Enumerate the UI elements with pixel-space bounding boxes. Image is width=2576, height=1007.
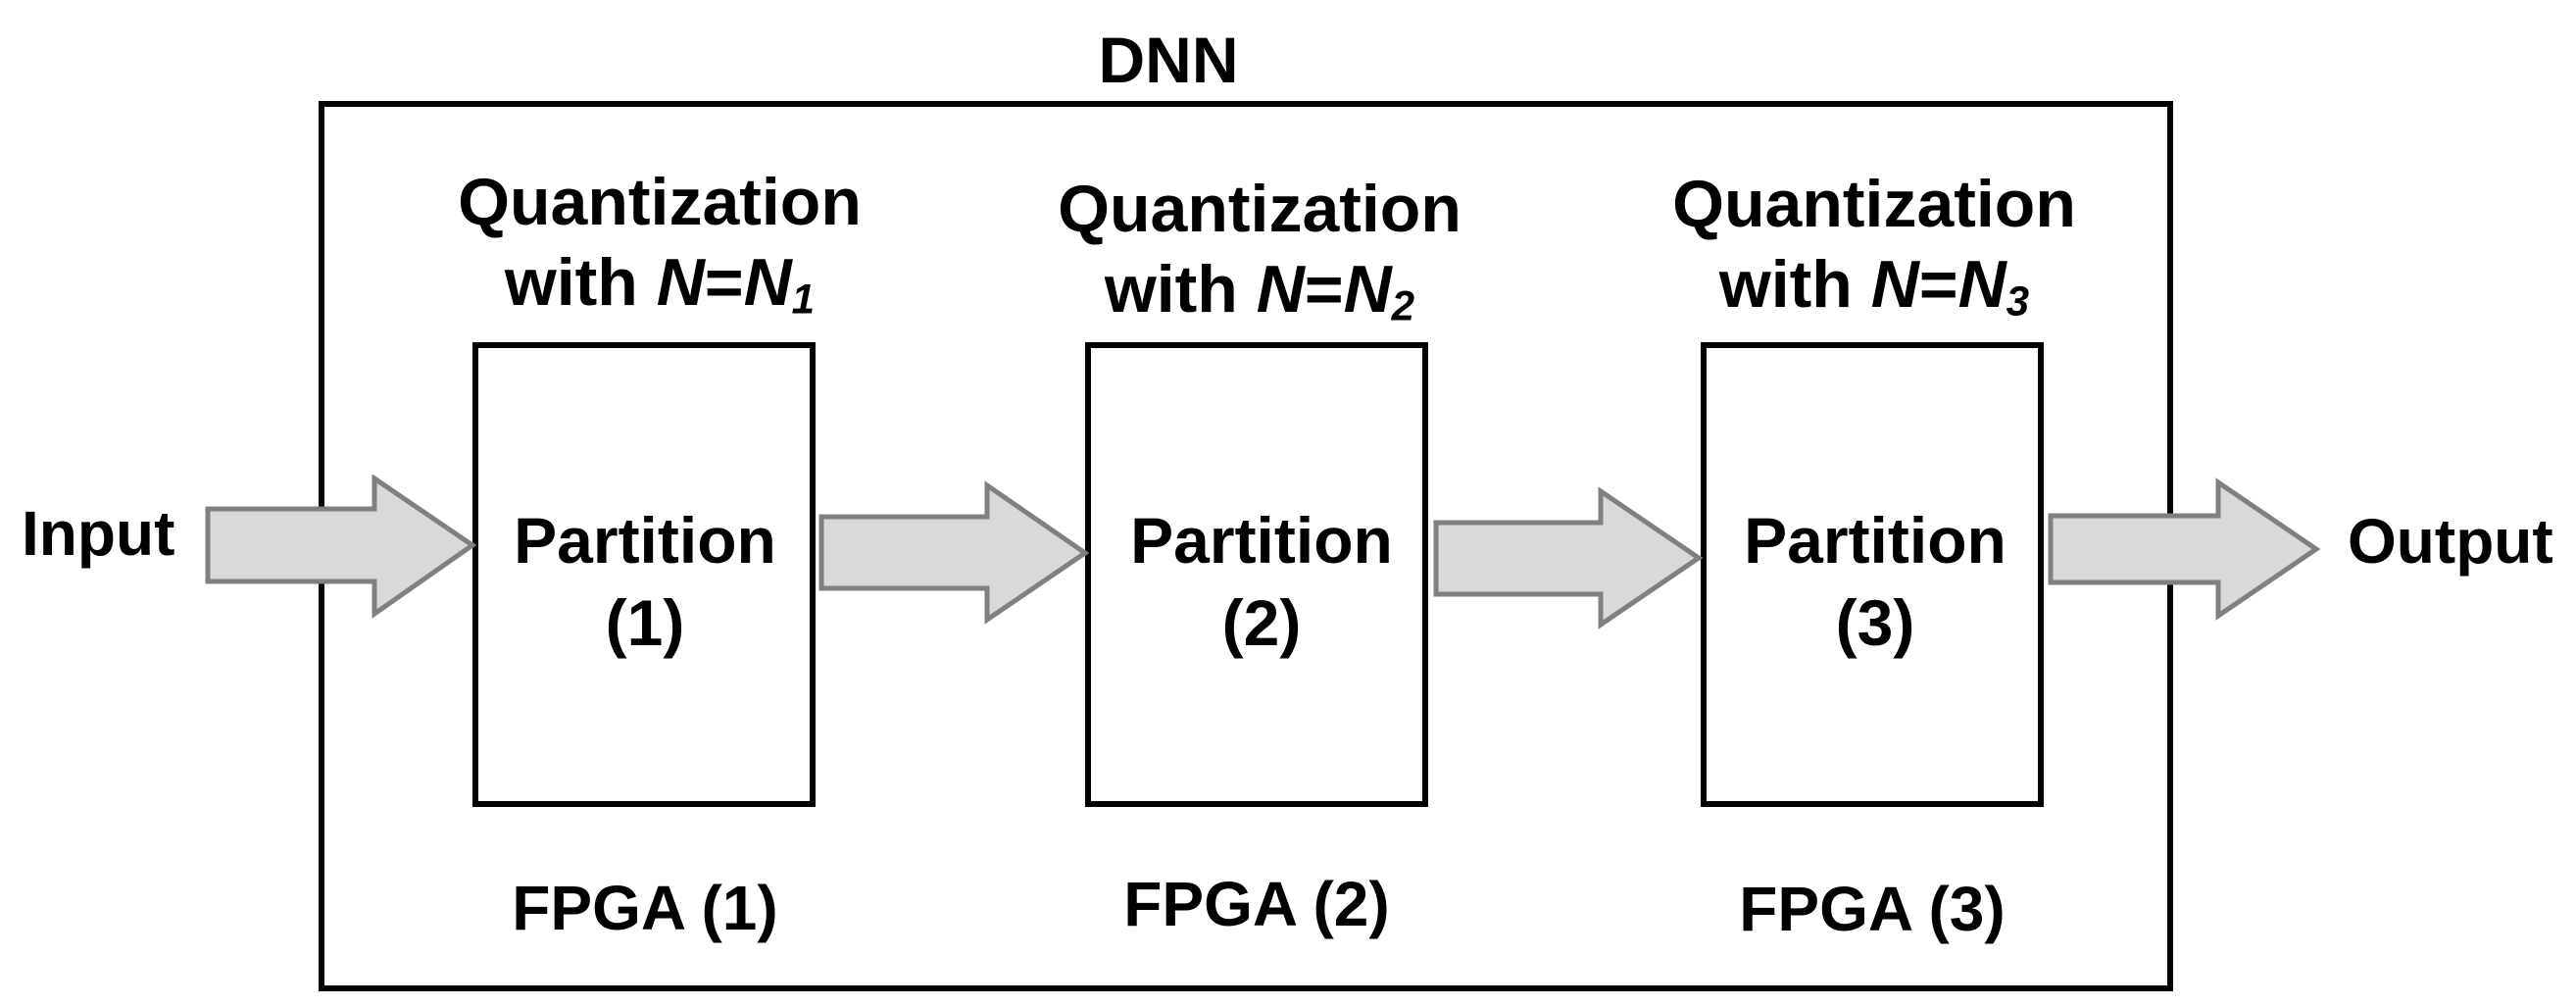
diagram-title: DNN xyxy=(1098,24,1239,96)
partition-box-1 xyxy=(472,342,816,807)
quantization-formula-1: with N=N1 xyxy=(504,245,816,323)
quantization-label-1: Quantization with N=N1 xyxy=(458,162,862,323)
partition-label-1: Partition (1) xyxy=(514,504,776,659)
arrow-input-to-partition-1 xyxy=(205,474,477,619)
partition-label-3: Partition (3) xyxy=(1744,504,2006,659)
quantization-title-2: Quantization xyxy=(1058,172,1461,246)
quantization-title-1: Quantization xyxy=(458,165,862,239)
fpga-label-3: FPGA (3) xyxy=(1739,874,2006,944)
partition-label-2: Partition (2) xyxy=(1130,504,1393,659)
partition-box-2 xyxy=(1085,342,1428,807)
arrow-partition-3-to-output xyxy=(2048,478,2321,621)
quantization-formula-2: with N=N2 xyxy=(1104,252,1415,329)
fpga-label-2: FPGA (2) xyxy=(1123,869,1390,939)
arrow-partition-2-to-3 xyxy=(1433,486,1704,629)
output-label: Output xyxy=(2348,506,2553,577)
input-label: Input xyxy=(22,498,175,569)
quantization-formula-3: with N=N3 xyxy=(1718,247,2030,325)
partition-box-3 xyxy=(1701,342,2044,807)
fpga-label-1: FPGA (1) xyxy=(512,873,778,943)
arrow-partition-1-to-2 xyxy=(818,480,1090,625)
quantization-title-3: Quantization xyxy=(1672,167,2076,241)
quantization-label-3: Quantization with N=N3 xyxy=(1672,164,2076,325)
quantization-label-2: Quantization with N=N2 xyxy=(1058,169,1461,329)
